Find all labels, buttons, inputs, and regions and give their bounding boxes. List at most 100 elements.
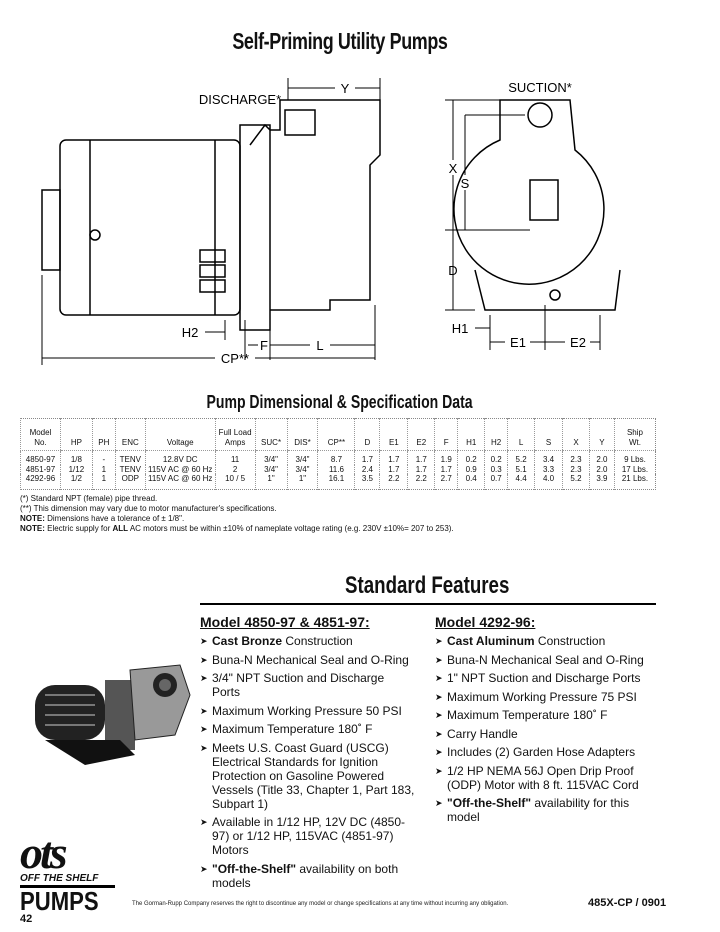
column-header: Voltage — [144, 418, 216, 451]
table-cell: 1 — [91, 464, 116, 474]
table-cell: TENV — [114, 464, 146, 474]
feature-item: Cast Aluminum Construction — [435, 634, 660, 648]
table-cell: 0.9 — [457, 464, 485, 474]
features-column-4850: Model 4850-97 & 4851-97: Cast Bronze Con… — [200, 614, 415, 894]
label-l: L — [316, 338, 323, 353]
column-header: SUC* — [254, 418, 288, 451]
table-cell: 1/2 — [59, 474, 93, 489]
feature-item: Buna-N Mechanical Seal and O-Ring — [435, 653, 660, 667]
feature-item: "Off-the-Shelf" availability on both mod… — [200, 862, 415, 890]
table-cell: 4850-97 — [20, 450, 61, 465]
table-cell: 0.2 — [457, 450, 485, 465]
spec-section-title: Pump Dimensional & Specification Data — [206, 392, 474, 412]
table-cell: 3/4" — [286, 464, 318, 474]
table-cell: 4851-97 — [20, 464, 61, 474]
table-cell: 1/12 — [59, 464, 93, 474]
column-header: F — [434, 418, 458, 451]
label-f: F — [260, 338, 268, 353]
table-cell: 1/8 — [59, 450, 93, 465]
feature-item: Meets U.S. Coast Guard (USCG) Electrical… — [200, 741, 415, 811]
table-cell: 3/4" — [254, 450, 288, 465]
column-header: E2 — [407, 418, 435, 451]
table-cell: 3.9 — [588, 474, 615, 489]
table-cell: 0.3 — [484, 464, 508, 474]
table-cell: ODP — [114, 474, 146, 489]
feature-item: Maximum Temperature 180˚ F — [200, 722, 415, 736]
table-cell: 3.5 — [354, 474, 380, 489]
column-header: D — [354, 418, 380, 451]
label-cp: CP** — [221, 351, 249, 366]
table-cell: 5.1 — [507, 464, 535, 474]
ots-logo: ots OFF THE SHELF PUMPS — [20, 830, 115, 914]
label-x: X — [449, 161, 458, 176]
document-code: 485X-CP / 0901 — [588, 897, 667, 909]
note: (**) This dimension may vary due to moto… — [20, 504, 277, 513]
table-cell: 2 — [214, 464, 256, 474]
label-y: Y — [341, 81, 350, 96]
feature-item: Available in 1/12 HP, 12V DC (4850-97) o… — [200, 815, 415, 857]
feature-item: 3/4" NPT Suction and Discharge Ports — [200, 671, 415, 699]
feature-item: Buna-N Mechanical Seal and O-Ring — [200, 653, 415, 667]
table-cell: 2.2 — [379, 474, 408, 489]
column-header: E1 — [379, 418, 408, 451]
feature-item: 1" NPT Suction and Discharge Ports — [435, 671, 660, 685]
label-h2: H2 — [182, 325, 199, 340]
label-e1: E1 — [510, 335, 526, 350]
table-cell: 8.7 — [317, 450, 355, 465]
feature-item: Maximum Working Pressure 75 PSI — [435, 690, 660, 704]
pump-photo — [35, 664, 191, 765]
column-header: Y — [588, 418, 615, 451]
column-header: PH — [91, 418, 116, 451]
table-cell: 11 — [214, 450, 256, 465]
table-cell: 1" — [254, 474, 288, 489]
column-header: DIS* — [286, 418, 318, 451]
table-cell: 1.7 — [407, 464, 435, 474]
side-view-diagram: DISCHARGE* Y H2 F L CP** — [41, 78, 381, 366]
front-view-diagram: SUCTION* X S D H1 E1 E2 — [445, 80, 621, 350]
table-cell: 2.0 — [588, 450, 615, 465]
page-number: 42 — [20, 913, 33, 925]
label-d: D — [448, 263, 457, 278]
table-cell: TENV — [114, 450, 146, 465]
column-header: H2 — [484, 418, 508, 451]
table-cell: 3/4" — [286, 450, 318, 465]
table-cell: 0.7 — [484, 474, 508, 489]
table-cell: 1 — [91, 474, 116, 489]
table-cell: 2.3 — [562, 464, 590, 474]
column-header: ENC — [114, 418, 146, 451]
table-cell: 1.7 — [379, 450, 408, 465]
model-heading: Model 4292-96: — [435, 614, 536, 630]
table-cell: 2.0 — [588, 464, 615, 474]
table-cell: 5.2 — [507, 450, 535, 465]
feature-item: Cast Bronze Construction — [200, 634, 415, 648]
table-cell: 5.2 — [562, 474, 590, 489]
table-cell: 4.0 — [534, 474, 563, 489]
column-header: S — [534, 418, 563, 451]
page-title: Self-Priming Utility Pumps — [232, 28, 448, 54]
table-cell: 1.7 — [407, 450, 435, 465]
table-cell: 1.7 — [434, 464, 458, 474]
table-cell: 115V AC @ 60 Hz — [144, 464, 216, 474]
column-header: L — [507, 418, 535, 451]
column-header: H1 — [457, 418, 485, 451]
table-cell: 0.4 — [457, 474, 485, 489]
column-header: X — [562, 418, 590, 451]
column-header: HP — [59, 418, 93, 451]
table-cell: 1.9 — [434, 450, 458, 465]
feature-item: Includes (2) Garden Hose Adapters — [435, 745, 660, 759]
table-cell: 12.8V DC — [144, 450, 216, 465]
label-discharge: DISCHARGE* — [199, 92, 281, 107]
table-cell: 0.2 — [484, 450, 508, 465]
table-cell: 2.2 — [407, 474, 435, 489]
table-cell: 2.4 — [354, 464, 380, 474]
features-title: Standard Features — [345, 572, 510, 599]
note: NOTE: Dimensions have a tolerance of ± 1… — [20, 514, 185, 523]
feature-item: 1/2 HP NEMA 56J Open Drip Proof (ODP) Mo… — [435, 764, 660, 792]
table-cell: 3/4" — [254, 464, 288, 474]
table-cell: 11.6 — [317, 464, 355, 474]
